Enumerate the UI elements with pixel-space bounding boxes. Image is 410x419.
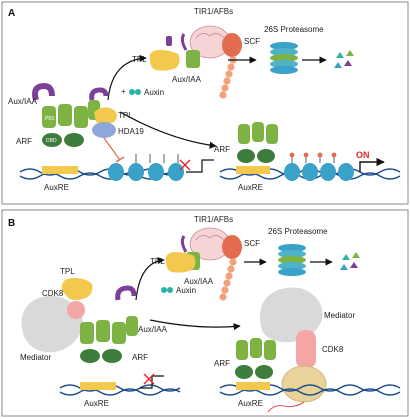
a-tpl-top-shape (149, 50, 180, 71)
b-proteasome (278, 244, 306, 276)
b-auxre-left-label: AuxRE (84, 399, 109, 408)
a-scf-shape (222, 33, 242, 57)
b-arrow-right (149, 319, 241, 331)
a-auxin-label: Auxin (144, 88, 164, 97)
panel-a-letter: A (8, 8, 15, 19)
a-proteasome (270, 42, 298, 74)
a-arf-right-label: ARF (214, 145, 230, 154)
a-hda19-label: HDA19 (118, 127, 144, 136)
b-arf-left-label: ARF (132, 353, 148, 362)
b-left-dna (59, 373, 181, 396)
b-right-dna (219, 382, 401, 396)
b-aux-iaa-left-label: Aux/IAA (138, 325, 168, 334)
a-aux-iaa-left-label: Aux/IAA (8, 97, 38, 106)
a-auxre-right-label: AuxRE (238, 183, 263, 192)
b-cdk8-right-label: CDK8 (322, 345, 344, 354)
a-on-arrow (359, 157, 385, 172)
b-left-complex (21, 278, 138, 363)
a-pb1-tag: PB1 (45, 116, 55, 122)
a-right-complex (237, 122, 278, 163)
b-mediator-right-label: Mediator (324, 311, 355, 320)
a-aux-iaa-top-label: Aux/IAA (172, 75, 202, 84)
a-dbd-tag: DBD (46, 138, 57, 144)
b-right-complex (235, 287, 327, 413)
a-scf-complex: TIR1/AFBs SCF TPL Aux/IAA (132, 7, 260, 99)
b-degraded-fragments (340, 252, 360, 270)
b-arrow-up (135, 256, 165, 301)
a-plus-label: + (121, 87, 126, 96)
a-tir1-label: TIR1/AFBs (194, 7, 233, 16)
a-right-dna (219, 152, 401, 181)
a-proteasome-label: 26S Proteasome (264, 25, 324, 34)
b-tir1-label: TIR1/AFBs (194, 215, 233, 224)
b-tpl-left-label: TPL (60, 267, 75, 276)
panel-b: B TIR1/AFBs SCF TPL Aux/IAA 26S Proteas (1, 209, 409, 417)
a-auxin (129, 89, 141, 95)
a-arrow-right (119, 111, 217, 149)
b-aux-iaa-top-label: Aux/IAA (184, 277, 214, 286)
b-arf-right-label: ARF (214, 359, 230, 368)
b-auxin-label: Auxin (176, 286, 196, 295)
a-arrow-up (107, 54, 147, 101)
a-aux-iaa-top-shape (186, 50, 200, 68)
a-scf-label: SCF (244, 37, 260, 46)
a-arf-left-label: ARF (16, 137, 32, 146)
b-auxre-right-label: AuxRE (238, 399, 263, 408)
a-degraded-fragments (334, 50, 354, 68)
b-proteasome-label: 26S Proteasome (268, 227, 328, 236)
b-scf-complex (165, 227, 242, 301)
panel-b-letter: B (8, 218, 15, 229)
b-scf-label: SCF (244, 239, 260, 248)
a-left-dna (19, 154, 214, 181)
a-left-complex: PB1 DBD (32, 82, 125, 163)
b-auxin (161, 287, 173, 293)
panel-a: A TIR1/AFBs SCF TPL Aux/IAA (1, 1, 409, 205)
a-tpl-left-label: TPL (118, 111, 133, 120)
a-on-label: ON (356, 150, 370, 160)
b-mediator-left-label: Mediator (20, 353, 51, 362)
b-cdk8-left-label: CDK8 (42, 289, 64, 298)
a-auxre-left-label: AuxRE (44, 183, 69, 192)
